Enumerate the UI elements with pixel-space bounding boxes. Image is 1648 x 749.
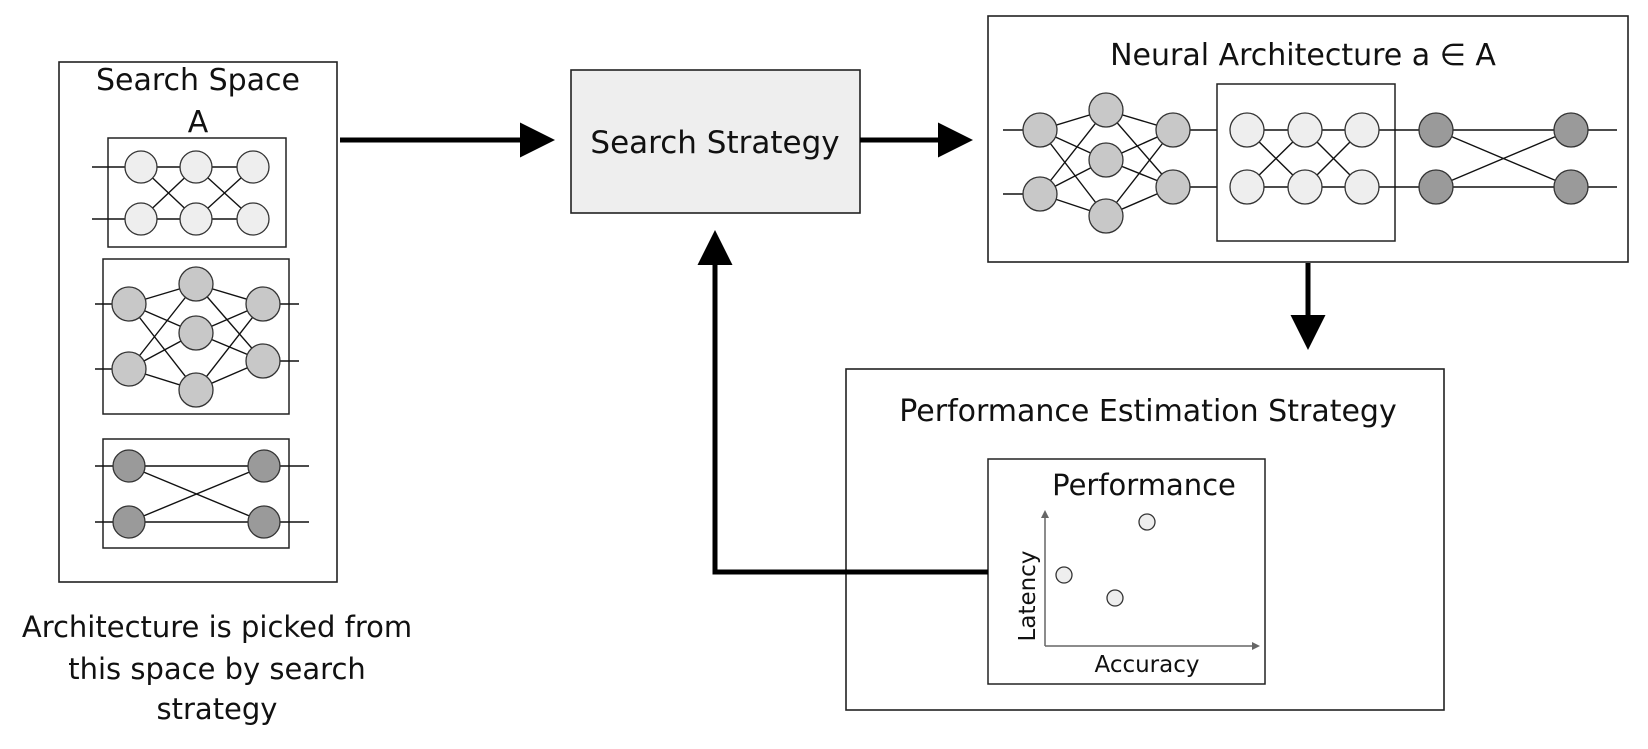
search-strategy-label: Search Strategy (590, 125, 839, 161)
search-space-panel: Search Space A (58, 61, 338, 583)
performance-plot-title: Performance (1052, 468, 1236, 502)
neural-architecture-title: Neural Architecture a ∈ A (1110, 38, 1496, 73)
caption-line-1: Architecture is picked from (22, 610, 412, 644)
plot-point (1106, 589, 1124, 607)
plot-point (1055, 566, 1073, 584)
candidate-network-dark (95, 438, 309, 549)
arch-module-mid (1003, 92, 1247, 234)
candidate-network-mid (95, 258, 299, 415)
search-space-symbol: A (188, 105, 209, 140)
plot-y-label: Latency (1015, 551, 1041, 642)
arch-module-dark (1418, 112, 1617, 205)
performance-plot: Performance Accuracy Latency (987, 458, 1266, 685)
search-space-caption: Architecture is picked from this space b… (22, 610, 412, 726)
arrow-estimation-to-strategy (697, 230, 988, 575)
plot-x-label: Accuracy (1094, 652, 1199, 678)
plot-point (1138, 513, 1156, 531)
performance-estimation-title: Performance Estimation Strategy (899, 394, 1396, 429)
neural-architecture-panel: Neural Architecture a ∈ A (987, 15, 1629, 263)
caption-line-3: strategy (157, 692, 278, 726)
caption-line-2: this space by search (68, 652, 366, 686)
arch-module-light (1216, 83, 1436, 242)
performance-estimation-panel: Performance Estimation Strategy Performa… (845, 368, 1445, 711)
search-strategy-box: Search Strategy (570, 69, 861, 214)
search-space-title: Search Space (96, 63, 300, 98)
candidate-network-light (92, 137, 287, 248)
